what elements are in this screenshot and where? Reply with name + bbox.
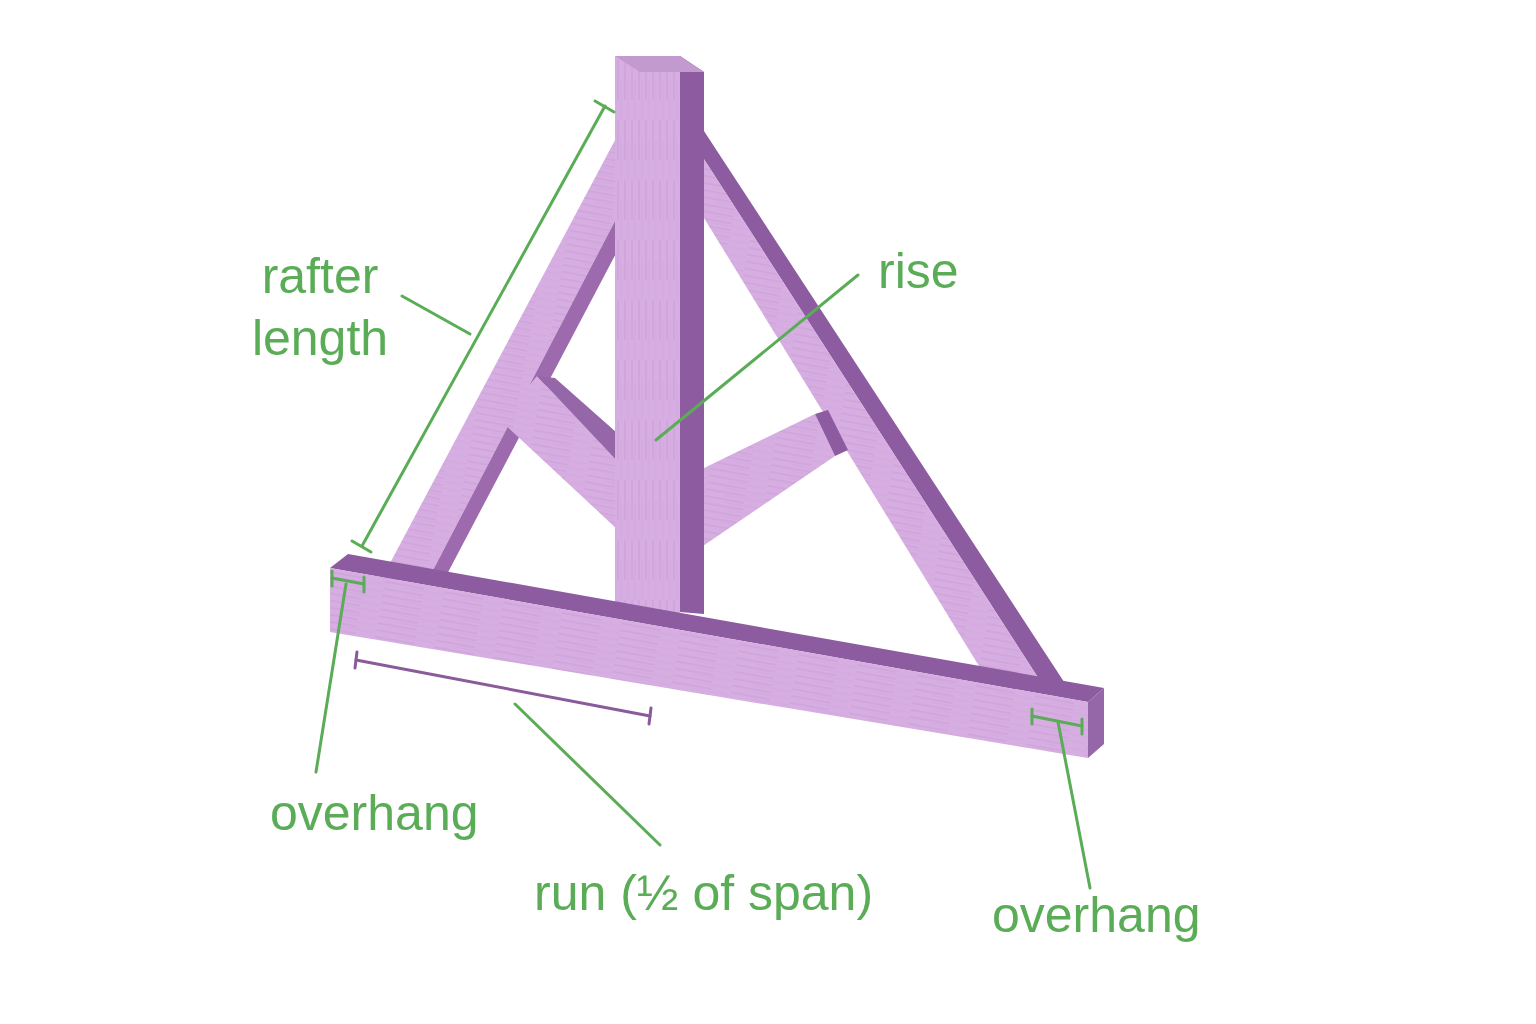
run-dimension — [355, 652, 651, 724]
dimension-label: rise — [878, 240, 1018, 302]
king-post — [615, 56, 704, 616]
right-rafter — [650, 122, 1068, 690]
dimension-label: rafter length — [215, 245, 425, 369]
bottom-chord — [330, 554, 1104, 758]
dimension-label: run (½ of span) — [534, 862, 994, 924]
dimension-label: overhang — [992, 884, 1292, 946]
dimension-label: overhang — [270, 782, 570, 844]
leader-lines — [316, 101, 1090, 888]
